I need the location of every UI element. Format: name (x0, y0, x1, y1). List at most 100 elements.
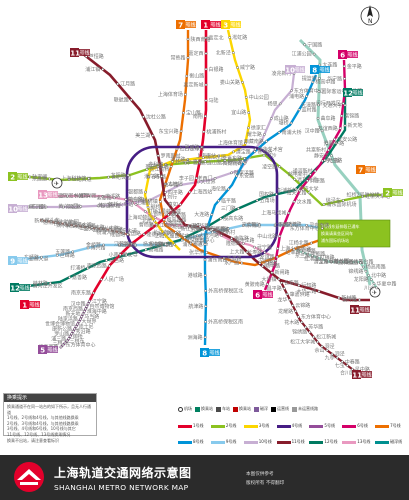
station-marker[interactable] (70, 332, 74, 336)
station-marker[interactable] (277, 131, 281, 134)
station-marker[interactable] (210, 213, 214, 216)
station-label[interactable]: 邮电新村 (288, 171, 308, 178)
station-marker[interactable] (65, 339, 69, 343)
station-label[interactable]: 水产路 (224, 260, 239, 267)
station-marker[interactable] (77, 194, 81, 198)
station-label[interactable]: 江浦路 (135, 199, 150, 206)
station-label[interactable]: 衡山路 (189, 73, 204, 80)
station-label[interactable]: 大柏树 (168, 181, 183, 188)
station-label[interactable]: 黄兴路 (98, 202, 113, 209)
station-label[interactable]: 惠南 (43, 219, 53, 226)
station-marker[interactable] (205, 227, 209, 231)
station-label[interactable]: 静安寺 (314, 152, 329, 159)
station-label[interactable]: 唐镇 (193, 158, 203, 165)
station-label[interactable]: 通河新村 (293, 168, 313, 175)
station-marker[interactable] (310, 241, 313, 245)
station-label[interactable]: 锦江乐园 (206, 154, 226, 161)
station-label[interactable]: 东方体育中心 (66, 342, 96, 349)
station-label[interactable]: 芳华路 (308, 324, 323, 331)
station-marker[interactable] (320, 345, 324, 348)
station-label[interactable]: 上海西站 (192, 189, 212, 196)
station-label[interactable]: 野生动物园 (54, 218, 79, 225)
station-marker[interactable] (117, 230, 121, 234)
station-marker[interactable] (329, 260, 333, 264)
station-marker[interactable] (261, 264, 264, 268)
station-label[interactable]: 隆德路 (146, 231, 161, 238)
station-marker[interactable] (227, 187, 230, 191)
station-marker[interactable] (82, 310, 86, 313)
station-label[interactable]: 真北路 (214, 227, 229, 234)
station-marker[interactable] (63, 341, 67, 345)
station-label[interactable]: 新天地 (348, 122, 363, 129)
station-marker[interactable] (183, 236, 187, 240)
station-marker[interactable] (108, 264, 111, 268)
station-label[interactable]: 外高桥保税区南 (208, 318, 243, 325)
station-label[interactable]: 桃浦新村 (206, 128, 226, 135)
station-marker[interactable] (156, 154, 160, 157)
station-label[interactable]: 杨高南路 (366, 264, 386, 271)
station-label[interactable]: 龙华中路 (319, 259, 339, 266)
station-label[interactable]: 昌平路 (267, 285, 282, 292)
station-label[interactable]: 顾村公园 (154, 211, 174, 218)
station-marker[interactable] (323, 158, 327, 162)
station-marker[interactable] (349, 260, 353, 264)
station-label[interactable]: 金沙江路 (234, 237, 254, 244)
station-label[interactable]: 武威路 (184, 144, 199, 151)
station-label[interactable]: 耀华路 (247, 131, 262, 138)
station-label[interactable]: 延吉中路 (101, 202, 121, 209)
station-marker[interactable] (230, 171, 233, 175)
station-label[interactable]: 中山公园 (249, 94, 269, 101)
station-marker[interactable] (204, 114, 207, 118)
station-marker[interactable] (243, 157, 246, 160)
station-label[interactable]: 鲁班路 (257, 148, 272, 155)
station-label[interactable]: 新闸路 (274, 269, 289, 276)
station-label[interactable]: 远东大道 (297, 176, 317, 183)
station-label[interactable]: 三林 (53, 340, 63, 347)
station-marker[interactable] (102, 243, 105, 247)
station-label[interactable]: 马当路 (109, 257, 124, 264)
station-label[interactable]: 成山路 (274, 115, 289, 122)
station-label[interactable]: 杨思 (268, 100, 278, 107)
station-marker[interactable] (273, 223, 277, 227)
station-label[interactable]: 高青路 (242, 222, 257, 229)
station-marker[interactable] (312, 335, 315, 339)
station-label[interactable]: 国际客运中心 (321, 88, 351, 95)
station-label[interactable]: 国权路 (259, 191, 274, 198)
station-label[interactable]: 潘广路 (144, 173, 159, 180)
station-marker[interactable] (265, 140, 268, 143)
station-label[interactable]: 淞发路 (193, 240, 208, 247)
station-label[interactable]: 云锦路 (295, 302, 310, 309)
station-marker[interactable] (113, 229, 116, 233)
station-marker[interactable] (175, 147, 179, 151)
station-label[interactable]: 上海南站 (196, 153, 216, 160)
station-label[interactable]: 祁连山路 (202, 159, 222, 166)
station-marker[interactable] (335, 356, 339, 360)
station-marker[interactable] (343, 103, 347, 107)
station-label[interactable]: 爱国路 (126, 230, 141, 237)
station-marker[interactable] (99, 227, 103, 231)
station-label[interactable]: 泗泾 (335, 351, 345, 358)
station-marker[interactable] (361, 195, 364, 198)
station-marker[interactable] (297, 315, 300, 319)
station-label[interactable]: 蓝村路 (302, 106, 317, 113)
station-label[interactable]: 曲阜路 (321, 115, 336, 122)
station-label[interactable]: 老西门 (198, 175, 213, 182)
station-label[interactable]: 汉中路 (258, 257, 273, 264)
station-marker[interactable] (317, 90, 321, 93)
maglev-line[interactable] (298, 38, 372, 286)
station-marker[interactable] (151, 134, 155, 137)
station-marker[interactable] (101, 195, 104, 198)
station-marker[interactable] (73, 327, 76, 331)
station-label[interactable]: 浦三路 (51, 335, 66, 342)
station-marker[interactable] (80, 315, 84, 318)
station-marker[interactable] (315, 256, 319, 259)
station-label[interactable]: 松江大学城 (290, 339, 315, 346)
station-label[interactable]: 佘山 (315, 347, 325, 354)
station-marker[interactable] (63, 222, 67, 226)
station-marker[interactable] (55, 254, 59, 257)
station-label[interactable]: 康新公路 (52, 326, 72, 333)
